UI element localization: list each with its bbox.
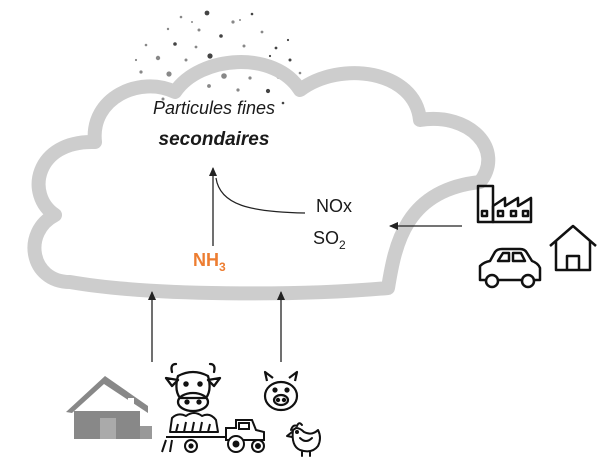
pig-icon bbox=[263, 370, 299, 412]
cloud-outline bbox=[27, 55, 496, 301]
factory-icon bbox=[476, 184, 533, 224]
particle-dot bbox=[274, 46, 278, 50]
nox-label: NOx bbox=[316, 196, 352, 216]
house-icon bbox=[549, 224, 597, 272]
ammonia-label: NH3 bbox=[193, 250, 226, 274]
particle-dot bbox=[288, 58, 292, 62]
particle-dot bbox=[298, 71, 302, 75]
particle-dot bbox=[134, 58, 138, 62]
particle-dot bbox=[265, 88, 271, 94]
particle-dot bbox=[179, 15, 183, 19]
secondary-label: secondaires bbox=[158, 129, 270, 150]
barn-icon bbox=[66, 376, 152, 439]
particle-dot bbox=[221, 73, 227, 79]
nox-merge-curve bbox=[215, 177, 306, 214]
particle-dot bbox=[155, 55, 161, 61]
particle-dot bbox=[231, 20, 235, 24]
particle-dot bbox=[161, 97, 165, 101]
particle-dot bbox=[250, 12, 254, 16]
particle-dot bbox=[260, 30, 264, 34]
tractor-icon bbox=[225, 419, 265, 453]
particle-dot bbox=[184, 58, 188, 62]
particle-dot bbox=[281, 101, 285, 105]
so2-subscript: 2 bbox=[339, 238, 346, 252]
particle-dot bbox=[268, 54, 272, 58]
so2-base: SO bbox=[313, 228, 340, 248]
fine-particles-label: Particules fines bbox=[152, 98, 276, 118]
particle-dot bbox=[242, 44, 246, 48]
particle-dot bbox=[207, 53, 213, 59]
particle-dot bbox=[144, 43, 148, 47]
particle-dot bbox=[239, 19, 241, 21]
particle-dot bbox=[219, 34, 223, 38]
particle-dot bbox=[204, 10, 210, 16]
so2-label: SO2 bbox=[313, 228, 346, 252]
particle-dot bbox=[286, 38, 290, 42]
particle-dot bbox=[166, 27, 170, 31]
particle-dot bbox=[197, 28, 201, 32]
chicken-icon bbox=[286, 422, 321, 457]
particle-dot bbox=[194, 45, 198, 49]
ammonia-base: NH bbox=[193, 250, 219, 270]
ammonia-subscript: 3 bbox=[219, 260, 226, 274]
particle-dot bbox=[173, 42, 177, 46]
car-icon bbox=[478, 247, 542, 289]
particle-dot bbox=[191, 21, 193, 23]
particle-dot bbox=[166, 71, 172, 77]
particle-dot bbox=[236, 88, 240, 92]
particle-dot bbox=[207, 84, 211, 88]
particle-dot bbox=[248, 76, 252, 80]
manure-spreader-icon bbox=[161, 412, 226, 453]
cow-icon bbox=[164, 362, 222, 413]
particle-dot bbox=[139, 70, 143, 74]
